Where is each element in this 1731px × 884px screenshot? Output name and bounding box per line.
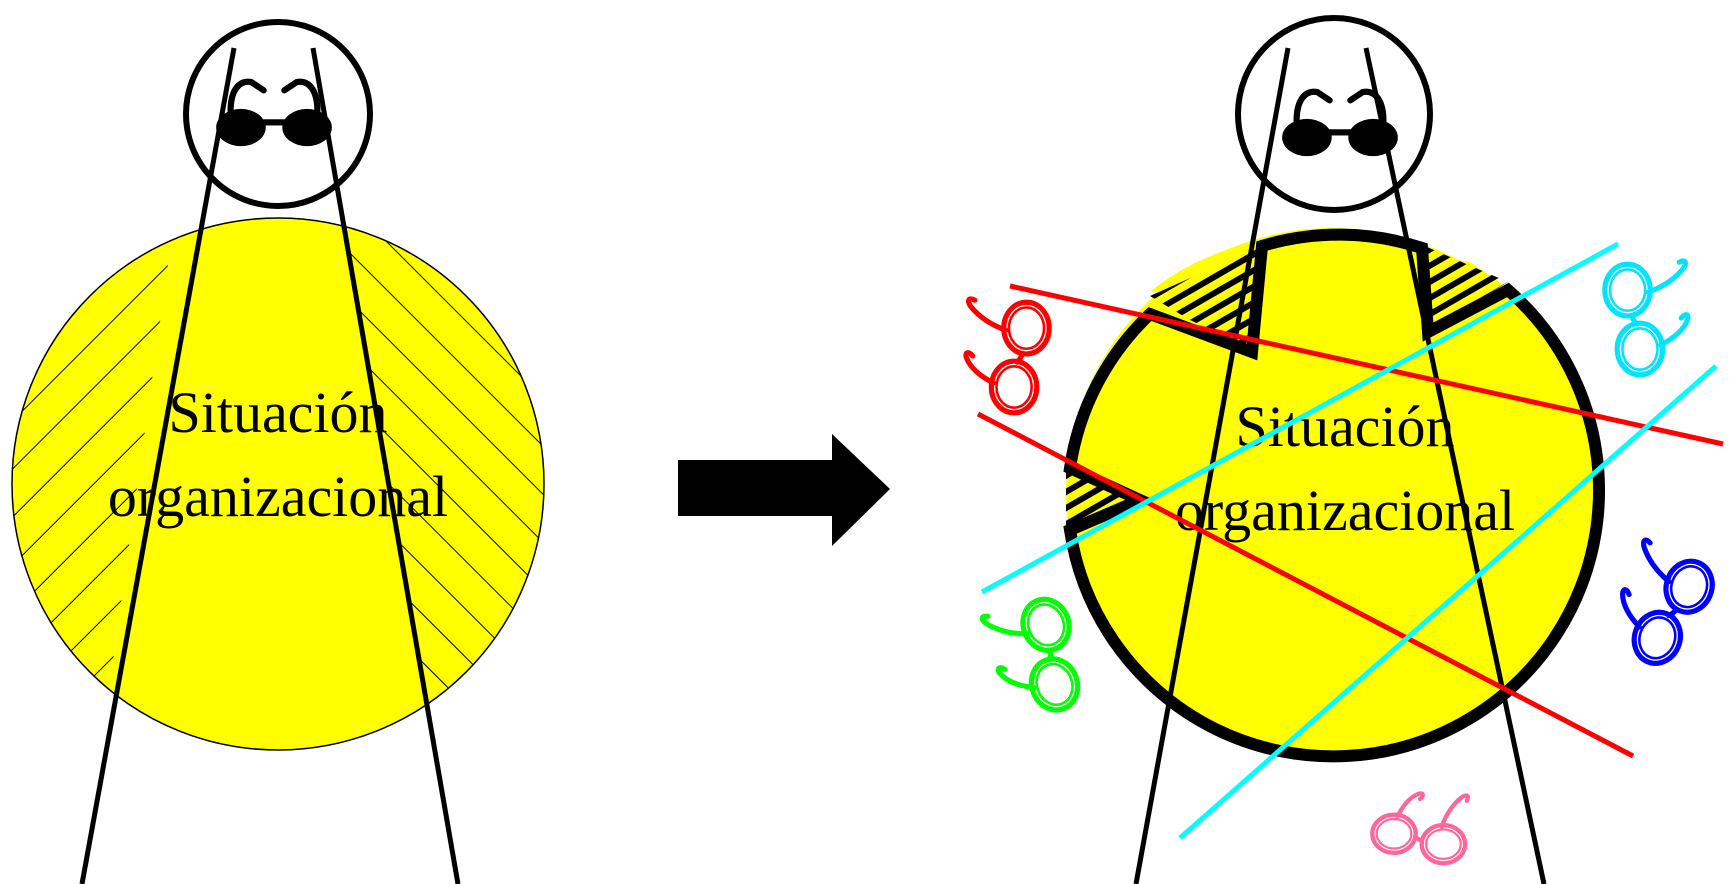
glasses-green-icon	[979, 590, 1096, 725]
glasses-blue-icon	[1603, 539, 1720, 674]
red-perspective-line-1	[1009, 283, 1724, 447]
right-situation-outline	[1063, 228, 1606, 763]
right-label-line1: Situación	[1235, 394, 1454, 459]
left-head-circle	[183, 19, 373, 209]
right-hatch-top-right	[1420, 244, 1508, 330]
left-sunglasses-icon	[216, 82, 332, 146]
cyan-perspective-line-1	[980, 241, 1620, 595]
right-sunglasses-icon	[1282, 92, 1398, 156]
transition-arrow	[678, 434, 890, 546]
right-panel: Situación organizacional	[966, 15, 1724, 884]
right-hatch-top-left	[1150, 246, 1262, 350]
left-label-line1: Situación	[168, 380, 387, 445]
cyan-perspective-line-2	[1178, 364, 1718, 840]
left-view-line-left	[79, 47, 237, 884]
glasses-red-icon	[966, 299, 1049, 413]
red-perspective-line-2	[976, 411, 1635, 759]
glasses-pink-icon	[1372, 793, 1467, 863]
glasses-cyan-icon	[1605, 261, 1688, 375]
right-head-circle	[1235, 15, 1433, 213]
left-panel: Situación organizacional	[11, 19, 545, 884]
